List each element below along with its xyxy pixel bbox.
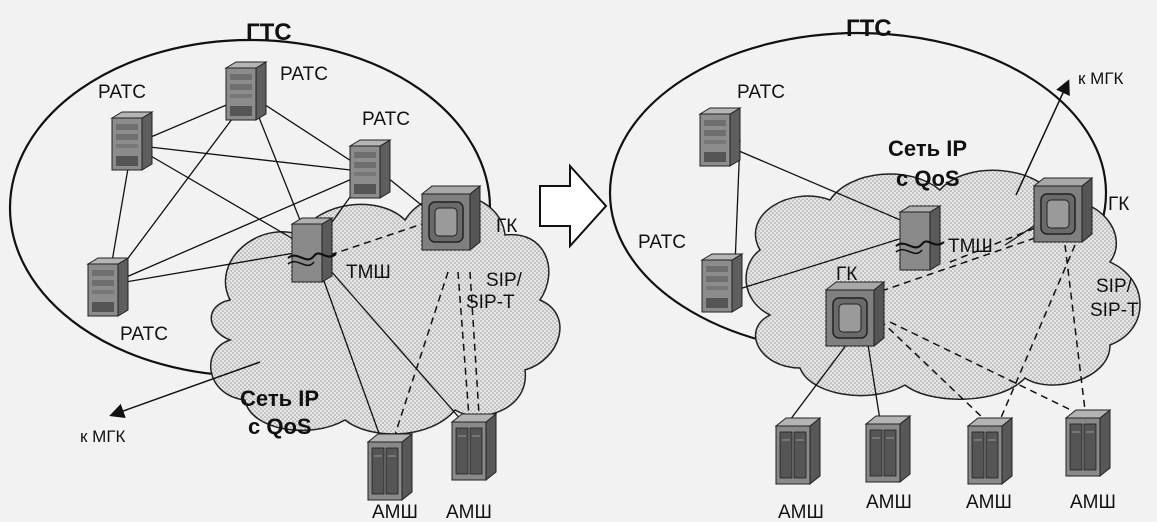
left-gk-icon	[422, 186, 480, 250]
left-sip-label-1: SIP/	[486, 270, 523, 291]
right-amsh-1-icon	[776, 418, 820, 484]
left-ratc-label-4: РАТС	[120, 324, 168, 345]
left-diagram: ГТС РАТС РАТС РАТС РАТС ТМШ ГК SIP/ SIP-…	[10, 19, 560, 522]
right-tmsh-label: ТМШ	[948, 236, 993, 257]
left-ratc-3-icon	[350, 140, 390, 198]
left-amsh-label-1: АМШ	[372, 502, 418, 522]
right-ratc-1-icon	[700, 108, 740, 166]
right-mgk-label: к МГК	[1078, 69, 1124, 88]
left-amsh-2-icon	[452, 414, 496, 480]
right-amsh-4-icon	[1066, 410, 1110, 476]
right-amsh-label-4: АМШ	[1070, 492, 1116, 513]
left-ratc-label-1: РАТС	[280, 64, 328, 85]
left-amsh-1-icon	[368, 434, 412, 500]
right-amsh-label-1: АМШ	[778, 502, 824, 522]
right-gk-2-icon	[826, 282, 884, 346]
left-cloud-title-line1: Сеть IP	[240, 386, 319, 411]
right-ratc-2-icon	[702, 254, 742, 312]
left-cloud-title-line2: с QoS	[248, 414, 312, 439]
right-amsh-label-2: АМШ	[866, 492, 912, 513]
left-amsh-label-2: АМШ	[446, 502, 492, 522]
left-tmsh-label: ТМШ	[346, 262, 391, 283]
right-ratc-label-2: РАТС	[638, 232, 686, 253]
left-gts-title: ГТС	[246, 19, 292, 46]
left-ratc-label-3: РАТС	[362, 109, 410, 130]
right-ratc-label-1: РАТС	[737, 82, 785, 103]
right-gk-label-2: ГК	[836, 264, 857, 285]
right-cloud-title-line1: Сеть IP	[888, 136, 967, 161]
left-ratc-2-icon	[226, 62, 266, 120]
left-ratc-label-2: РАТС	[98, 82, 146, 103]
right-diagram: ГТС к МГК РАТС РАТС Сеть IP с QoS ТМШ ГК…	[610, 15, 1140, 522]
left-tmsh-icon	[288, 218, 336, 282]
left-gk-label: ГК	[496, 216, 517, 237]
right-cloud-title-line2: с QoS	[896, 166, 960, 191]
transition-arrow	[540, 166, 606, 246]
right-gk-1-icon	[1034, 178, 1092, 242]
right-gts-title: ГТС	[846, 15, 892, 42]
left-ratc-1-icon	[112, 112, 152, 170]
right-amsh-2-icon	[866, 416, 910, 482]
right-tmsh-icon	[896, 206, 944, 270]
left-sip-label-2: SIP-T	[466, 292, 515, 313]
right-amsh-label-3: АМШ	[966, 492, 1012, 513]
right-gk-label-1: ГК	[1108, 194, 1129, 215]
right-sip-label-1: SIP/	[1096, 276, 1133, 297]
right-amsh-3-icon	[968, 418, 1012, 484]
right-sip-label-2: SIP-T	[1090, 300, 1139, 321]
left-mgk-label: к МГК	[80, 427, 126, 446]
left-ratc-4-icon	[88, 258, 128, 316]
